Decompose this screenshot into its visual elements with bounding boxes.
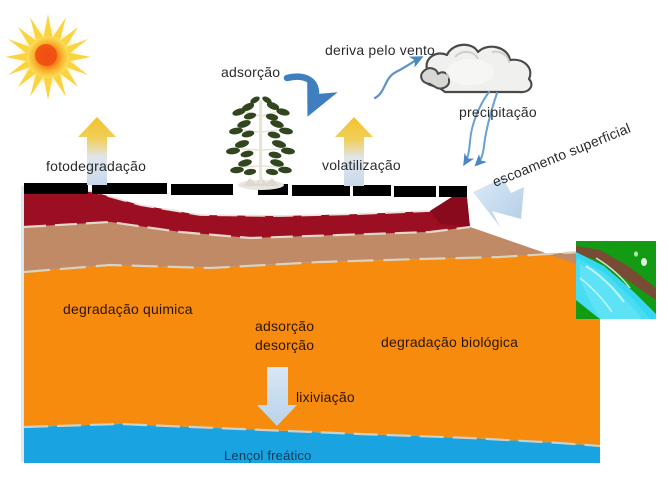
plant-icon bbox=[226, 96, 295, 190]
label-degradacao-biologica: degradação biológica bbox=[381, 334, 519, 350]
label-lixiviacao: lixiviação bbox=[296, 389, 355, 405]
label-precipitacao: precipitação bbox=[459, 104, 537, 120]
soil-layer-orange bbox=[24, 249, 600, 446]
label-desorcao-solo: desorção bbox=[255, 337, 315, 353]
label-degradacao-quimica: degradação quimica bbox=[63, 301, 193, 317]
arrow-curve-up-right-icon-deriva bbox=[373, 56, 424, 100]
arrow-curve-down-icon-adsorcao bbox=[283, 73, 338, 117]
cloud-icon bbox=[420, 43, 533, 94]
label-lencol-freatico: Lençol freático bbox=[224, 448, 312, 463]
river-landscape-icon bbox=[576, 241, 656, 319]
soil-layer-tan bbox=[24, 222, 600, 272]
arrow-curve-down-icon-precipitacao-2 bbox=[474, 92, 498, 167]
label-adsorcao-solo: adsorção bbox=[255, 318, 315, 334]
sun-icon bbox=[5, 14, 91, 100]
soil-layer-water-table bbox=[24, 424, 600, 463]
arrow-up-icon-volatilizacao bbox=[335, 117, 373, 186]
label-adsorcao-planta: adsorção bbox=[221, 64, 281, 80]
label-volatilizacao: volatilização bbox=[322, 157, 401, 173]
soil-profile bbox=[21, 183, 601, 463]
arrow-curve-down-icon-precipitacao-1 bbox=[463, 91, 490, 167]
arrow-down-icon-lixiviacao bbox=[257, 367, 297, 426]
label-deriva-pelo-vento: deriva pelo vento bbox=[325, 42, 436, 58]
arrow-up-icon-fotodegradacao bbox=[78, 117, 116, 185]
arrow-diagonal-down-right-icon-escoamento bbox=[473, 178, 524, 227]
label-fotodegradacao: fotodegradação bbox=[46, 158, 147, 174]
soil-layer-topsoil-black bbox=[24, 183, 467, 197]
